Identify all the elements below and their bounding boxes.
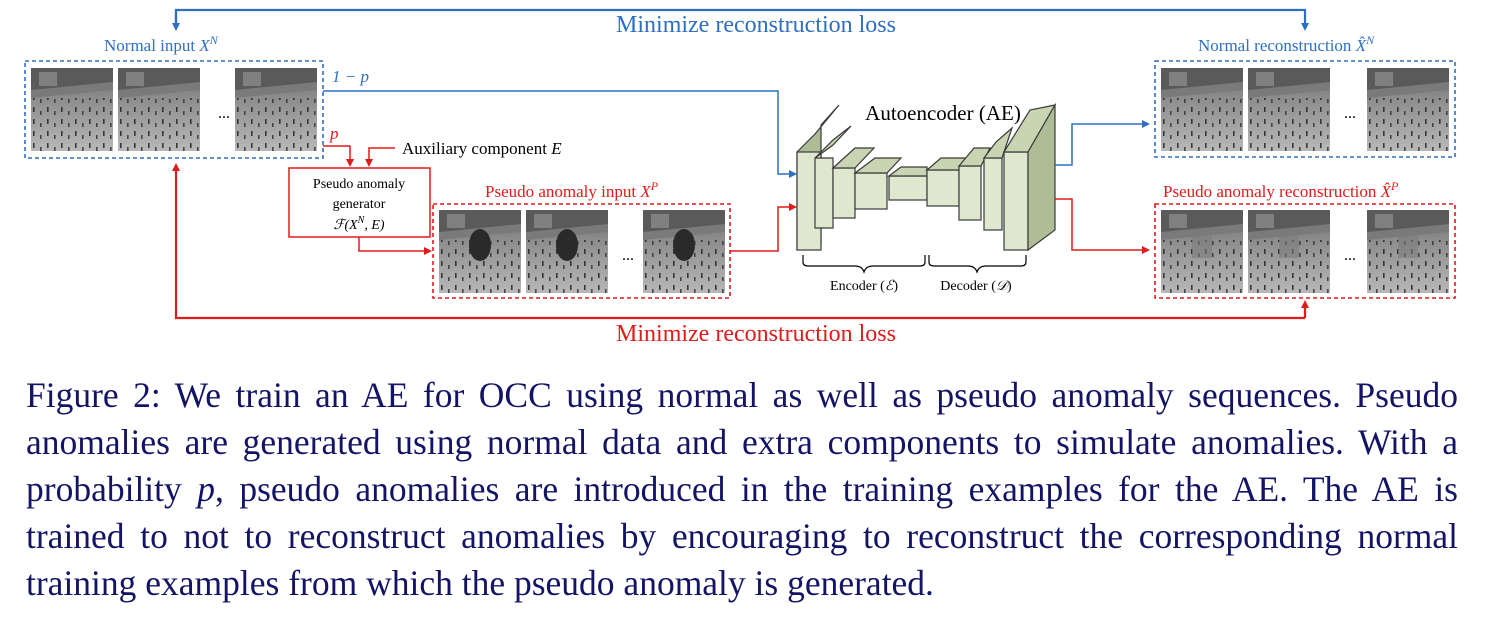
pseudo-recon-patch-3 (1398, 232, 1418, 258)
pseudo-recon-box (1154, 203, 1456, 299)
auxiliary-label: Auxiliary component E (402, 139, 562, 158)
normal-recon-box (1154, 60, 1456, 158)
decoder-layer-3 (983, 157, 1003, 231)
pseudo-anomaly-patch-1 (469, 229, 491, 261)
caption-part1: Figure 2: We train an AE for OCC using n… (26, 375, 1458, 509)
decoder-label: Decoder (𝒟) (940, 279, 1012, 294)
normal-input-frame-2 (118, 68, 200, 151)
caption-p: p (197, 469, 215, 509)
normal-input-ellipsis: ... (218, 105, 230, 122)
figure: Minimize reconstruction loss Minimize re… (24, 8, 1456, 347)
generator-line2: generator (333, 197, 386, 212)
decoder-layer-4 (1003, 151, 1029, 251)
pseudo-anomaly-patch-2 (556, 229, 578, 261)
autoencoder-label: Autoencoder (AE) (865, 101, 1021, 125)
aux-to-generator-arrow (365, 147, 395, 167)
normal-recon-ellipsis: ... (1344, 105, 1356, 122)
pseudo-recon-ellipsis: ... (1344, 247, 1356, 264)
normal-recon-frame-2 (1248, 68, 1330, 151)
decoder-brace (928, 255, 1027, 274)
normal-input-box (24, 60, 324, 159)
normal-input-frame-1 (31, 68, 113, 151)
generator-to-pseudo-arrow (358, 237, 432, 255)
top-loss-label: Minimize reconstruction loss (616, 12, 896, 38)
pseudo-recon-label: Pseudo anomaly reconstruction X̂P (1163, 179, 1399, 201)
ae-to-normal-recon-arrow (1055, 120, 1150, 166)
method-diagram: Minimize reconstruction loss Minimize re… (24, 8, 1456, 347)
decoder-layer-1 (926, 169, 960, 207)
pseudo-to-ae-arrow (730, 203, 797, 252)
p-to-generator-arrow (323, 145, 354, 167)
pseudo-recon-patch-2 (1279, 232, 1299, 258)
one-minus-p-label: 1 − p (332, 67, 369, 86)
normal-input-frame-3 (235, 68, 317, 151)
ae-to-pseudo-recon-arrow (1055, 198, 1150, 254)
bottom-loss-label: Minimize reconstruction loss (616, 321, 896, 347)
encoder-layer-4 (854, 172, 888, 210)
normal-to-ae-arrow (323, 90, 797, 178)
encoder-brace (802, 255, 926, 274)
generator-box (288, 167, 431, 238)
generator-formula: ℱ(XN, E) (333, 215, 384, 233)
encoder-label: Encoder (ℰ) (830, 279, 898, 294)
normal-input-label: Normal input XN (104, 33, 219, 55)
caption-part2: , pseudo anomalies are introduced in the… (26, 469, 1459, 603)
generator-line1: Pseudo anomaly (313, 177, 405, 192)
encoder-layer-3 (832, 167, 856, 219)
bottleneck-layer (888, 175, 928, 201)
encoder-layer-2 (814, 157, 834, 229)
normal-recon-label: Normal reconstruction X̂N (1198, 33, 1375, 55)
pseudo-input-label: Pseudo anomaly input XP (485, 179, 659, 201)
pseudo-anomaly-patch-3 (673, 229, 695, 261)
normal-recon-frame-1 (1161, 68, 1243, 151)
top-loss-connector (172, 8, 1309, 31)
figure-caption: Figure 2: We train an AE for OCC using n… (26, 372, 1458, 607)
bottom-loss-connector (172, 163, 1309, 320)
pseudo-recon-patch-1 (1192, 232, 1212, 258)
pseudo-input-ellipsis: ... (622, 247, 634, 264)
autoencoder (796, 102, 1057, 252)
p-label: p (329, 124, 339, 143)
normal-recon-frame-3 (1367, 68, 1449, 151)
decoder-layer-2 (958, 165, 982, 221)
